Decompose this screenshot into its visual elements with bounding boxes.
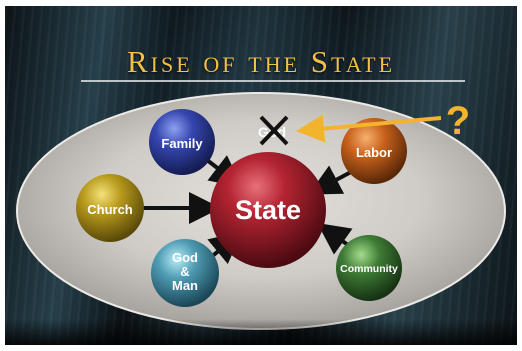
family-sphere <box>149 109 215 175</box>
state-sphere <box>210 152 326 268</box>
god-man-label-2: & <box>180 264 189 279</box>
church-label: Church <box>87 202 133 217</box>
labor-label: Labor <box>356 145 392 160</box>
question-arrow <box>296 114 442 143</box>
slide: Rise of the State <box>5 6 517 345</box>
bottom-shadow <box>5 319 517 345</box>
community-sphere <box>336 235 402 301</box>
god-man-label-3: Man <box>172 278 198 293</box>
slide-title: Rise of the State <box>126 44 396 79</box>
cross-stroke-2 <box>259 115 289 146</box>
community-label: Community <box>340 263 398 275</box>
family-label: Family <box>161 136 203 151</box>
state-label: State <box>235 195 301 225</box>
title-divider <box>81 80 465 82</box>
arrow-labor <box>308 165 352 195</box>
church-sphere <box>76 174 144 242</box>
god-man-sphere <box>151 239 219 307</box>
question-mark: ? <box>446 99 470 143</box>
labor-sphere <box>341 118 407 184</box>
god-man-label-1: God <box>172 250 198 265</box>
diagram: State Family Labor Church God & Man Comm… <box>16 92 506 330</box>
